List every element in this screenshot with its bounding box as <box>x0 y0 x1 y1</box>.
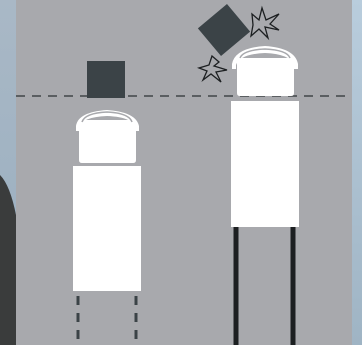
background-panel <box>16 0 352 345</box>
right-truck-body <box>231 101 299 227</box>
left-truck-body <box>73 166 141 291</box>
left-cargo-box <box>87 61 125 98</box>
right-backdrop-edge <box>352 0 362 345</box>
